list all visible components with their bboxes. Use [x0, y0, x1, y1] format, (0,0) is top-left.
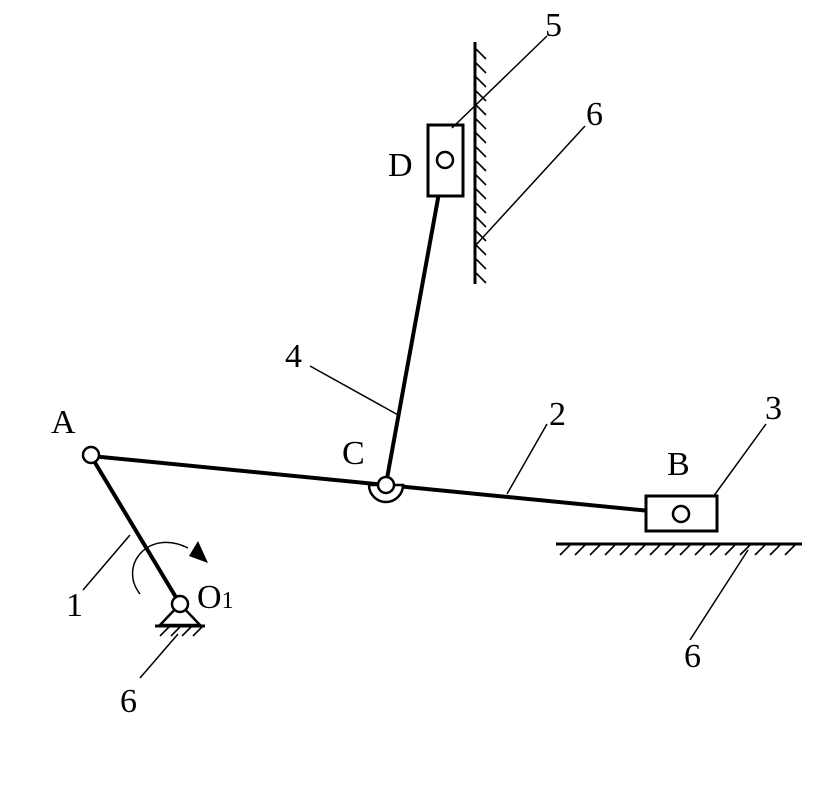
leader-6-pivot: [139, 633, 179, 679]
leader-lines: [82, 35, 767, 679]
frame-wall: [473, 42, 487, 284]
rotation-arrow-icon: [131, 541, 208, 595]
wall-hatching: [474, 47, 487, 284]
joint-B: [671, 504, 691, 524]
part-number-6-pivot: 6: [120, 683, 137, 720]
part-number-1: 1: [66, 587, 83, 624]
link-1-crank: [89, 454, 182, 606]
floor-hatching: [559, 543, 797, 556]
part-number-5: 5: [545, 7, 562, 44]
link-4-CD: [384, 158, 447, 486]
leader-1: [82, 534, 131, 591]
leader-3: [712, 423, 767, 498]
leader-6-floor: [689, 549, 749, 641]
fixed-pivot-icon: [155, 594, 205, 637]
label-C: C: [342, 435, 365, 472]
slider-3: [644, 494, 719, 533]
part-number-2: 2: [549, 396, 566, 433]
label-B: B: [667, 446, 690, 483]
slider-5: [426, 123, 465, 198]
leader-4: [309, 365, 401, 417]
leader-2: [506, 423, 548, 495]
label-A: A: [51, 404, 76, 441]
label-D: D: [388, 147, 413, 184]
label-O1: O1: [197, 579, 234, 616]
frame-floor: [556, 542, 802, 556]
part-number-6-floor: 6: [684, 638, 701, 675]
part-number-3: 3: [765, 390, 782, 427]
joint-C: [367, 475, 405, 504]
joint-O1: [170, 594, 190, 614]
joint-D: [435, 150, 455, 170]
leader-5: [451, 35, 548, 129]
part-number-4: 4: [285, 338, 302, 375]
leader-6-wall: [474, 125, 586, 247]
part-number-6-wall: 6: [586, 96, 603, 133]
joint-A: [81, 445, 101, 465]
